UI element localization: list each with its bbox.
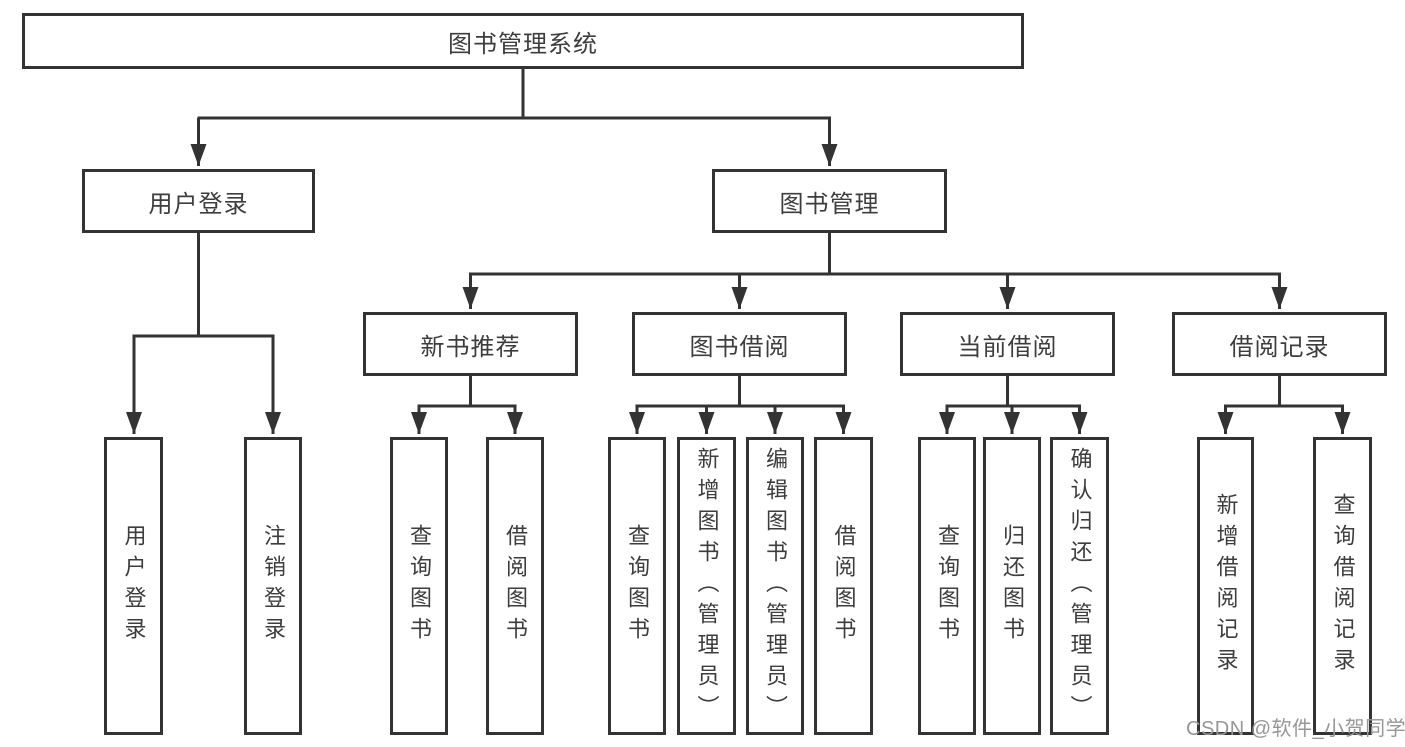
node-borrowing-borrow-books: 借阅图书 [814, 437, 873, 735]
node-recommend-query-books: 查询图书 [390, 437, 448, 735]
connector-root-to-level2 [190, 69, 838, 166]
node-book-borrowing: 图书借阅 [632, 312, 847, 376]
watermark: CSDN @软件_小贺同学 [1186, 718, 1405, 740]
connector-borrowing-records-children [1217, 376, 1351, 434]
connector-current-borrowing-children [939, 376, 1088, 434]
node-records-add-record: 新增借阅记录 [1197, 437, 1254, 735]
node-recommend-borrow-books: 借阅图书 [486, 437, 544, 735]
node-login: 用户登录 [104, 437, 163, 735]
node-records-query-record: 查询借阅记录 [1313, 437, 1372, 735]
node-borrowing-add-books: 新增图书（管理员） [677, 437, 736, 735]
connector-user-login-children [126, 233, 281, 434]
node-current-confirm-return: 确认归还（管理员） [1050, 437, 1109, 735]
node-borrowing-records: 借阅记录 [1172, 312, 1387, 376]
connector-book-borrowing-children [629, 376, 852, 434]
node-user-login: 用户登录 [82, 169, 315, 233]
node-current-borrowing: 当前借阅 [900, 312, 1115, 376]
connector-new-book-recommend-children [411, 376, 523, 434]
node-current-return-books: 归还图书 [983, 437, 1041, 735]
node-book-management: 图书管理 [712, 169, 947, 233]
node-current-query-books: 查询图书 [918, 437, 976, 735]
node-root: 图书管理系统 [22, 13, 1024, 69]
connector-book-management-children [462, 233, 1288, 309]
node-new-book-recommend: 新书推荐 [363, 312, 578, 376]
node-borrowing-edit-books: 编辑图书（管理员） [746, 437, 804, 735]
node-logout: 注销登录 [244, 437, 302, 735]
node-borrowing-query-books: 查询图书 [608, 437, 666, 735]
